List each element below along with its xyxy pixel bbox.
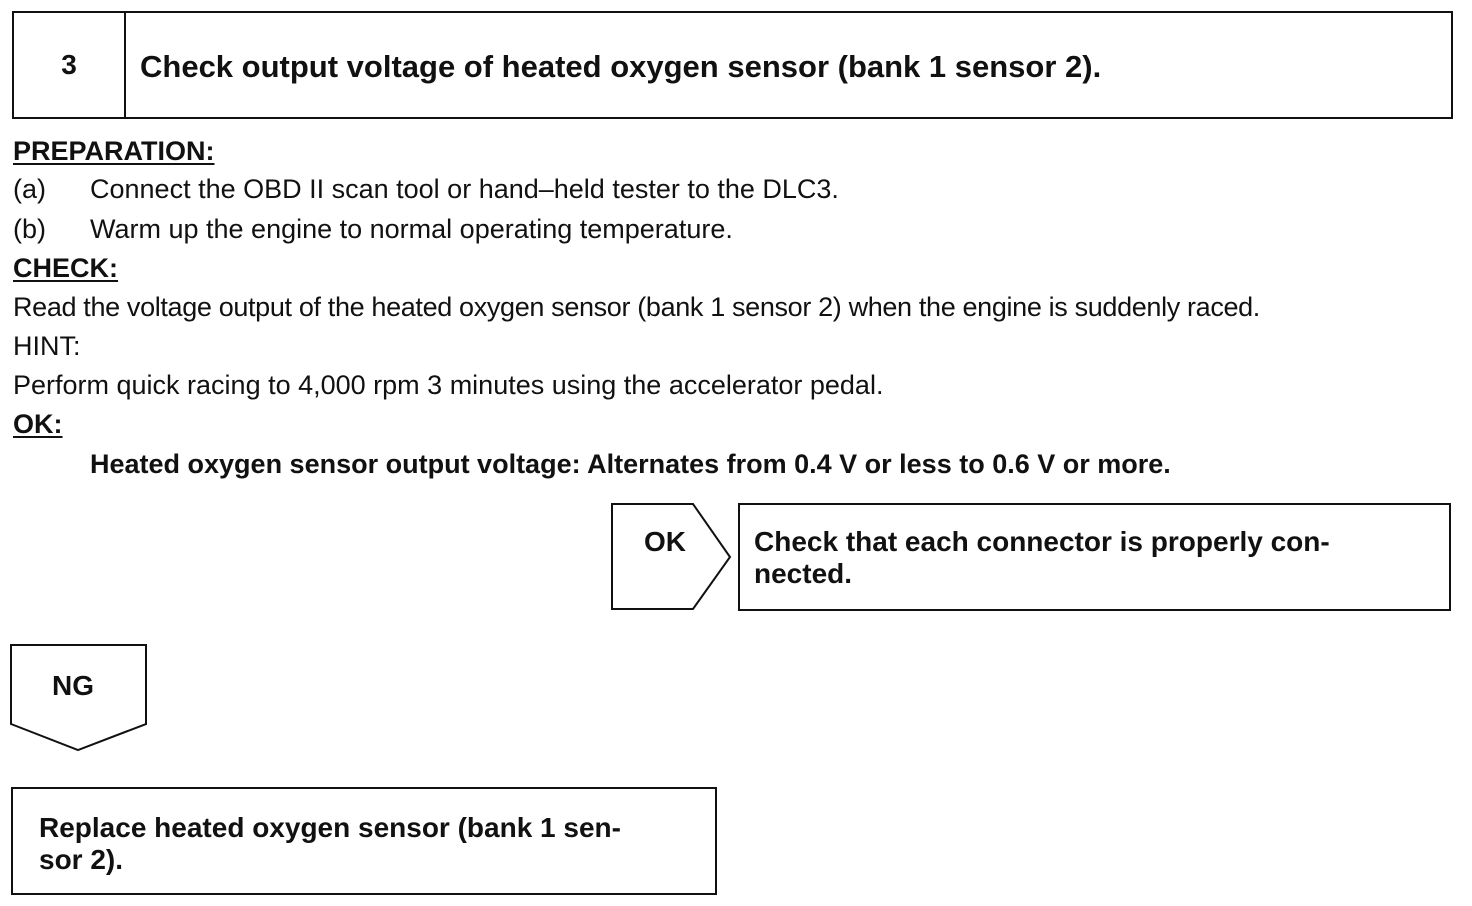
hint-label: HINT: <box>13 331 81 361</box>
prep-item-b-label: (b) <box>13 214 46 244</box>
check-text: Read the voltage output of the heated ox… <box>13 292 1260 322</box>
ng-action-box: Replace heated oxygen sensor (bank 1 sen… <box>11 787 717 895</box>
prep-item-a: (a) Connect the OBD II scan tool or hand… <box>0 174 1472 204</box>
ok-heading: OK: <box>13 409 63 439</box>
ng-arrow-label: NG <box>52 670 94 701</box>
prep-item-a-text: Connect the OBD II scan tool or hand–hel… <box>90 174 839 204</box>
prep-item-a-label: (a) <box>13 174 46 204</box>
ng-arrow <box>10 644 147 752</box>
ok-action-box: Check that each connector is properly co… <box>738 503 1451 611</box>
check-heading: CHECK: <box>13 253 118 283</box>
step-header: 3 Check output voltage of heated oxygen … <box>12 11 1453 119</box>
step-number: 3 <box>61 49 77 80</box>
ok-spec: Heated oxygen sensor output voltage: Alt… <box>90 449 1171 479</box>
preparation-heading: PREPARATION: <box>13 136 215 166</box>
prep-item-b: (b) Warm up the engine to normal operati… <box>0 214 1472 244</box>
ng-action-line1: Replace heated oxygen sensor (bank 1 sen… <box>39 812 621 843</box>
step-title: Check output voltage of heated oxygen se… <box>140 49 1102 84</box>
prep-item-b-text: Warm up the engine to normal operating t… <box>90 214 733 244</box>
ok-arrow-label: OK <box>644 526 686 557</box>
ok-arrow <box>611 503 732 610</box>
ok-action-line2: nected. <box>754 558 853 589</box>
hint-text: Perform quick racing to 4,000 rpm 3 minu… <box>13 370 884 400</box>
step-number-cell: 3 <box>14 13 126 117</box>
ok-action-line1: Check that each connector is properly co… <box>754 526 1330 557</box>
ng-action-line2: sor 2). <box>39 844 124 875</box>
